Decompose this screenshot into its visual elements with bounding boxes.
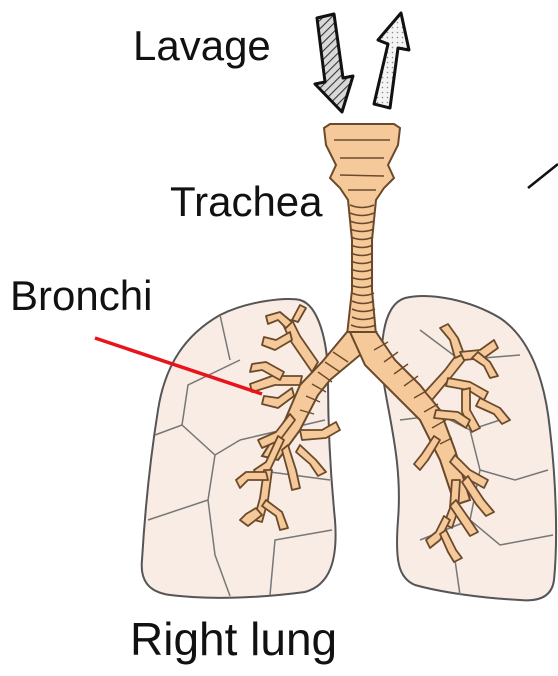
- pointer-line: [528, 164, 558, 188]
- trachea: [324, 124, 400, 335]
- left-lung: [382, 296, 556, 600]
- down-arrow-icon: [315, 14, 353, 112]
- bronchi-label: Bronchi: [10, 272, 152, 320]
- trachea-label: Trachea: [170, 178, 323, 226]
- up-arrow-icon: [374, 13, 409, 108]
- lavage-label: Lavage: [133, 22, 271, 70]
- right-lung-label: Right lung: [130, 612, 337, 666]
- right-lung: [142, 299, 336, 598]
